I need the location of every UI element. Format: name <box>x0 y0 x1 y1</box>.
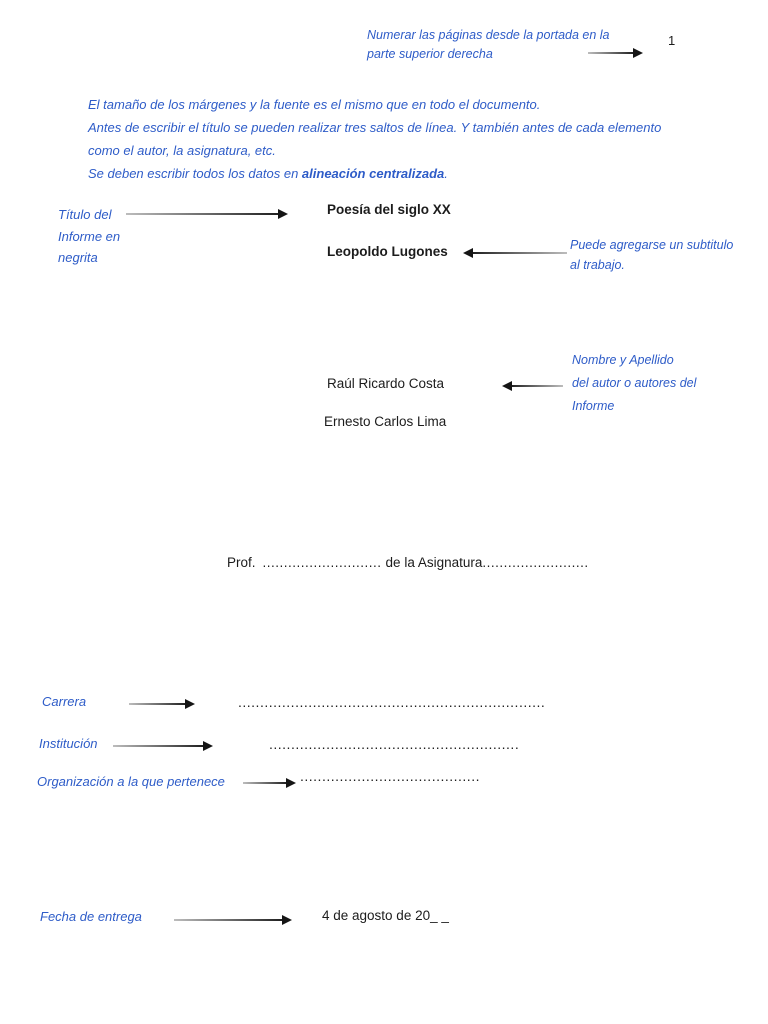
author-name-1: Raúl Ricardo Costa <box>327 376 445 391</box>
organization-label: Organización a la que pertenece <box>37 774 225 789</box>
title-arrow-icon <box>126 209 288 219</box>
date-arrow-icon <box>174 915 292 925</box>
career-arrow-icon <box>129 699 195 709</box>
title-note-line2: Informe en <box>58 228 121 244</box>
page-numbering-note-line2: parte superior derecha <box>367 47 493 61</box>
career-dotted-blank: ........................................… <box>238 694 546 710</box>
date-label: Fecha de entrega <box>40 909 142 924</box>
intro-line4-suffix: . <box>444 166 448 181</box>
subtitle-arrow-icon <box>463 248 567 258</box>
author-note-line3: Informe <box>572 399 615 413</box>
intro-line2: Antes de escribir el título se pueden re… <box>88 120 662 135</box>
professor-label: Prof. <box>227 555 256 570</box>
numbering-arrow-icon <box>588 48 643 58</box>
intro-line4-prefix: Se deben escribir todos los datos en <box>88 166 302 181</box>
report-title: Poesía del siglo XX <box>327 202 451 217</box>
institution-dotted-blank: ........................................… <box>269 736 520 752</box>
page-numbering-note-line1: Numerar las páginas desde la portada en … <box>367 28 610 42</box>
subtitle-note-line1: Puede agregarse un subtitulo <box>570 238 734 252</box>
intro-line4: Se deben escribir todos los datos en ali… <box>88 162 708 185</box>
title-note: Título del Informe en negrita <box>58 204 120 269</box>
title-note-line1: Título del <box>58 207 112 222</box>
report-subtitle: Leopoldo Lugones <box>327 244 448 259</box>
title-note-line3: negrita <box>58 250 98 265</box>
author-note-line2: del autor o autores del <box>572 376 697 390</box>
subtitle-note: Puede agregarse un subtitulo al trabajo. <box>570 235 760 275</box>
page-number: 1 <box>668 33 676 48</box>
organization-arrow-icon <box>243 778 296 788</box>
date-value: 4 de agosto de 20_ _ <box>322 908 449 923</box>
professor-line: Prof.............................de la A… <box>227 555 589 570</box>
intro-note: El tamaño de los márgenes y la fuente es… <box>88 93 708 185</box>
author-note-line1: Nombre y Apellido <box>572 353 674 367</box>
intro-line1: El tamaño de los márgenes y la fuente es… <box>88 97 541 112</box>
page-numbering-note: Numerar las páginas desde la portada en … <box>367 26 629 64</box>
intro-line4-bold: alineación centralizada <box>301 166 445 181</box>
subject-label: de la Asignatura <box>385 555 483 570</box>
institution-label: Institución <box>39 736 98 751</box>
organization-dotted-blank: ........................................… <box>300 768 480 784</box>
author-name-2: Ernesto Carlos Lima <box>324 414 447 429</box>
intro-line3: como el autor, la asignatura, etc. <box>88 143 276 158</box>
professor-dotted-blank: ............................ <box>262 555 382 570</box>
author-note: Nombre y Apellido del autor o autores de… <box>572 349 742 418</box>
subject-dotted-blank: ......................... <box>482 555 589 570</box>
career-label: Carrera <box>42 694 87 709</box>
author-arrow-icon <box>502 381 563 391</box>
institution-arrow-icon <box>113 741 213 751</box>
subtitle-note-line2: al trabajo. <box>570 258 625 272</box>
